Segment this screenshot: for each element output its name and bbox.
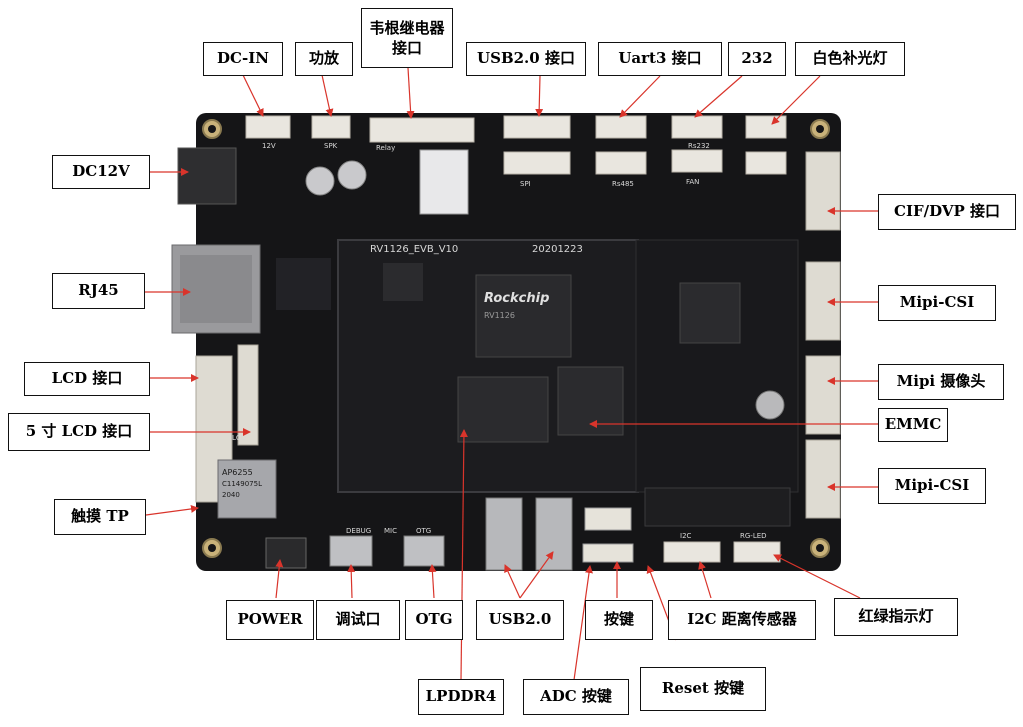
pmic-chip	[383, 263, 423, 301]
wifi-line-2: C1149075L	[222, 480, 262, 488]
emmc-chip	[557, 366, 624, 436]
usb-host-1	[485, 497, 523, 571]
label-dc12v: DC12V	[52, 155, 150, 189]
label-usb2-port: USB2.0 接口	[466, 42, 586, 76]
capacitors	[305, 160, 367, 196]
key-buttons	[582, 543, 634, 563]
silk-spk: SPK	[324, 142, 338, 150]
label-mipi-csi-1: Mipi-CSI	[878, 285, 996, 321]
label-white-light: 白色补光灯	[795, 42, 905, 76]
label-i2c-sensor: I2C 距离传感器	[668, 600, 816, 640]
label-rj45: RJ45	[52, 273, 145, 309]
reset-button	[584, 507, 632, 531]
wifi-line-1: AP6255	[222, 468, 253, 477]
label-touch: 触摸 TP	[54, 499, 146, 535]
label-rg-led: 红绿指示灯	[834, 598, 958, 636]
silk-rg-led: RG-LED	[740, 532, 767, 540]
label-232: 232	[728, 42, 786, 76]
label-emmc: EMMC	[878, 408, 948, 442]
label-mipi-csi-2: Mipi-CSI	[878, 468, 986, 504]
label-debug-port: 调试口	[316, 600, 400, 640]
silk-spi: SPI	[520, 180, 531, 188]
silk-relay: Relay	[376, 144, 395, 152]
label-lcd5: 5 寸 LCD 接口	[8, 413, 150, 451]
usb-host-2	[535, 497, 573, 571]
soc-chip	[475, 274, 572, 358]
relay	[419, 149, 469, 215]
label-cif-dvp: CIF/DVP 接口	[878, 194, 1016, 230]
label-uart3: Uart3 接口	[598, 42, 722, 76]
coin-cell	[755, 390, 785, 420]
soc-model: RV1126	[484, 311, 515, 320]
label-mipi-cam: Mipi 摄像头	[878, 364, 1004, 400]
label-lcd: LCD 接口	[24, 362, 150, 396]
camera-chip	[679, 282, 741, 344]
silk-rs485: Rs485	[612, 180, 634, 188]
lpddr4-chip	[457, 376, 549, 443]
top-connectors	[245, 115, 787, 175]
label-lpddr4: LPDDR4	[418, 679, 504, 715]
label-amp: 功放	[295, 42, 353, 76]
silk-lcd: LCD	[232, 434, 246, 442]
silk-debug: DEBUG	[346, 527, 371, 535]
dc-jack	[177, 147, 237, 205]
silk-rs232: Rs232	[688, 142, 710, 150]
silk-mic: MIC	[384, 527, 397, 535]
label-dc-in: DC-IN	[203, 42, 283, 76]
board-title: RV1126_EVB_V10	[370, 244, 458, 255]
fpc-connectors	[805, 151, 841, 519]
power-switch	[265, 537, 307, 569]
silk-i2c: I2C	[680, 532, 692, 540]
soc-brand: Rockchip	[484, 291, 549, 306]
led-connector	[733, 541, 781, 563]
silk-otg: OTG	[416, 527, 431, 535]
label-otg: OTG	[405, 600, 463, 640]
label-power: POWER	[226, 600, 314, 640]
m2-slot	[644, 487, 791, 527]
wifi-line-3: 2040	[222, 491, 240, 499]
board-date: 20201223	[532, 244, 583, 255]
i2c-connector	[663, 541, 721, 563]
label-reset-key: Reset 按键	[640, 667, 766, 711]
label-usb2: USB2.0	[476, 600, 564, 640]
label-key: 按键	[585, 600, 653, 640]
silk-fan: FAN	[686, 178, 699, 186]
wifi-module	[217, 459, 277, 519]
otg-usb	[403, 535, 445, 567]
label-relay: 韦根继电器接口	[361, 8, 453, 68]
label-adc-key: ADC 按键	[523, 679, 629, 715]
silk-12v: 12V	[262, 142, 276, 150]
debug-usb	[329, 535, 373, 567]
ethernet-transformer	[276, 258, 331, 310]
